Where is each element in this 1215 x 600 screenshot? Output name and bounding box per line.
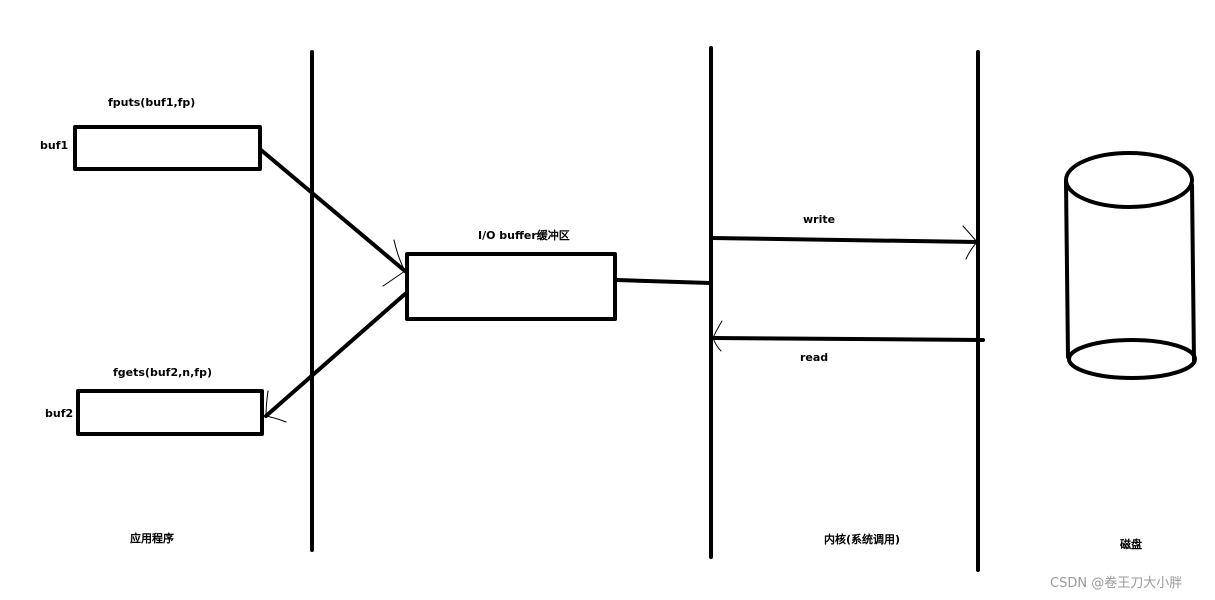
disk-top-ellipse: [1064, 151, 1194, 209]
write-arrow-line: [709, 236, 979, 244]
read-label: read: [800, 351, 828, 364]
buffer-to-buf2-line: [264, 292, 407, 418]
buf1-box: [73, 125, 262, 171]
kernel-section-label: 内核(系统调用): [824, 532, 900, 546]
read-arrowhead: [712, 320, 723, 352]
disk-left-side: [1064, 180, 1070, 359]
buf1-label: buf1: [40, 139, 68, 152]
watermark-text: CSDN @卷王刀大小胖: [1050, 575, 1182, 591]
app-section-label: 应用程序: [130, 531, 174, 545]
read-arrow-line: [711, 336, 985, 342]
buffer-to-buf2-arrowhead: [265, 390, 287, 423]
buffer-to-kernel-line: [615, 278, 712, 285]
write-arrowhead: [962, 225, 978, 260]
buf1-to-buffer-arrowhead: [382, 239, 406, 287]
io-buffer-box: [405, 252, 617, 321]
disk-cylinder-icon: [1064, 151, 1197, 380]
disk-section-label: 磁盘: [1120, 537, 1142, 551]
fgets-call-label: fgets(buf2,n,fp): [113, 366, 212, 379]
disk-bottom-ellipse: [1067, 338, 1197, 380]
disk-right-side: [1190, 183, 1196, 364]
buf1-to-buffer-line: [259, 148, 407, 273]
buf2-box: [76, 389, 264, 436]
fputs-call-label: fputs(buf1,fp): [108, 96, 195, 109]
write-label: write: [803, 213, 835, 226]
io-buffer-label: I/O buffer缓冲区: [478, 228, 570, 242]
buf2-label: buf2: [45, 407, 73, 420]
